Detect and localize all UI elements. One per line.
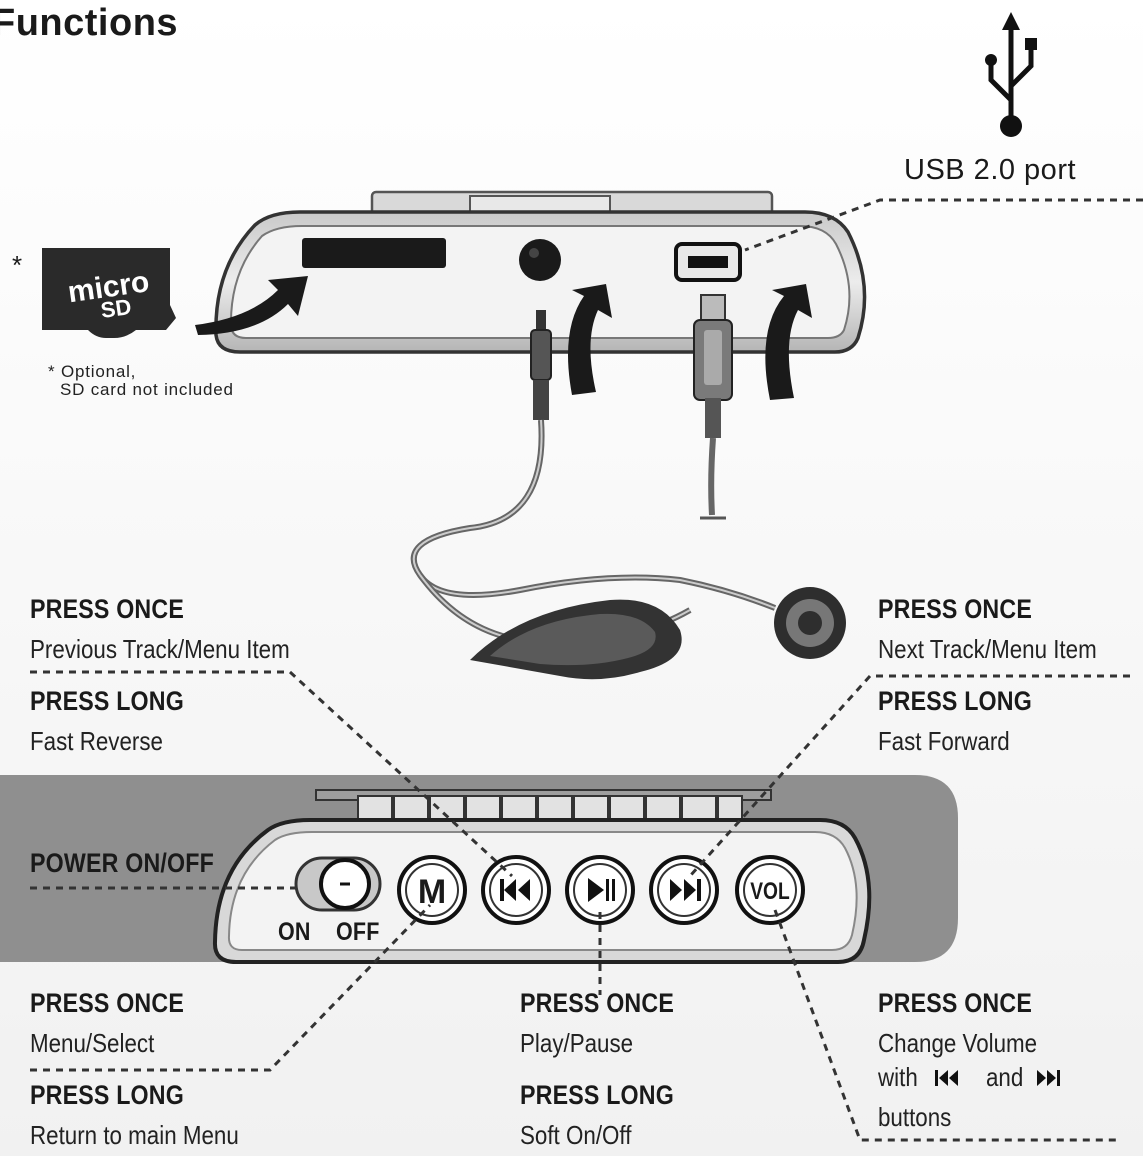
leader-lines [30, 198, 1143, 1142]
headphone-jack [519, 239, 561, 281]
prev-once-desc: Previous Track/Menu Item [30, 634, 290, 664]
usb-port-label: USB 2.0 port [904, 154, 1077, 186]
insert-arrows [195, 276, 812, 400]
volume-desc-with: with [878, 1062, 918, 1092]
power-label: POWER ON/OFF [30, 848, 214, 878]
play-pause-icon [588, 878, 615, 902]
volume-desc-and: and [986, 1062, 1024, 1092]
sd-note-line1: * Optional, [48, 362, 137, 381]
earphones [410, 310, 846, 680]
volume-button-label: VOL [750, 877, 789, 905]
previous-icon [500, 879, 530, 901]
menu-button [397, 855, 467, 925]
next-long-desc: Fast Forward [878, 726, 1010, 756]
volume-desc-line3: buttons [878, 1102, 952, 1132]
usb-cable [693, 294, 733, 520]
menu-long-desc: Return to main Menu [30, 1120, 239, 1150]
play-long-heading: PRESS LONG [520, 1080, 674, 1110]
volume-button [735, 855, 805, 925]
menu-once-desc: Menu/Select [30, 1028, 155, 1058]
micro-sd-card: micro SD [42, 248, 176, 338]
menu-button-label: M [418, 873, 446, 911]
page-title: Functions [0, 2, 179, 44]
menu-long-heading: PRESS LONG [30, 1080, 184, 1110]
next-long-heading: PRESS LONG [878, 686, 1032, 716]
play-once-heading: PRESS ONCE [520, 988, 674, 1018]
next-once-heading: PRESS ONCE [878, 594, 1032, 624]
next-once-desc: Next Track/Menu Item [878, 634, 1097, 664]
volume-desc-line1: Change Volume [878, 1028, 1038, 1058]
sd-note-line2: SD card not included [60, 380, 234, 399]
usb-icon [985, 12, 1037, 137]
inline-next-icon [1037, 1070, 1060, 1086]
sd-card-slot [302, 238, 446, 268]
power-on-label: ON [278, 918, 311, 946]
menu-once-heading: PRESS ONCE [30, 988, 184, 1018]
svg-text:SD: SD [99, 294, 133, 323]
inline-previous-icon [935, 1070, 958, 1086]
play-long-desc: Soft On/Off [520, 1120, 632, 1150]
sd-asterisk: * [12, 250, 23, 280]
play-once-desc: Play/Pause [520, 1028, 634, 1058]
prev-once-heading: PRESS ONCE [30, 594, 184, 624]
next-icon [670, 879, 701, 901]
volume-once-heading: PRESS ONCE [878, 988, 1032, 1018]
prev-long-heading: PRESS LONG [30, 686, 184, 716]
power-off-label: OFF [336, 918, 380, 946]
prev-long-desc: Fast Reverse [30, 726, 163, 756]
power-switch [294, 856, 382, 912]
